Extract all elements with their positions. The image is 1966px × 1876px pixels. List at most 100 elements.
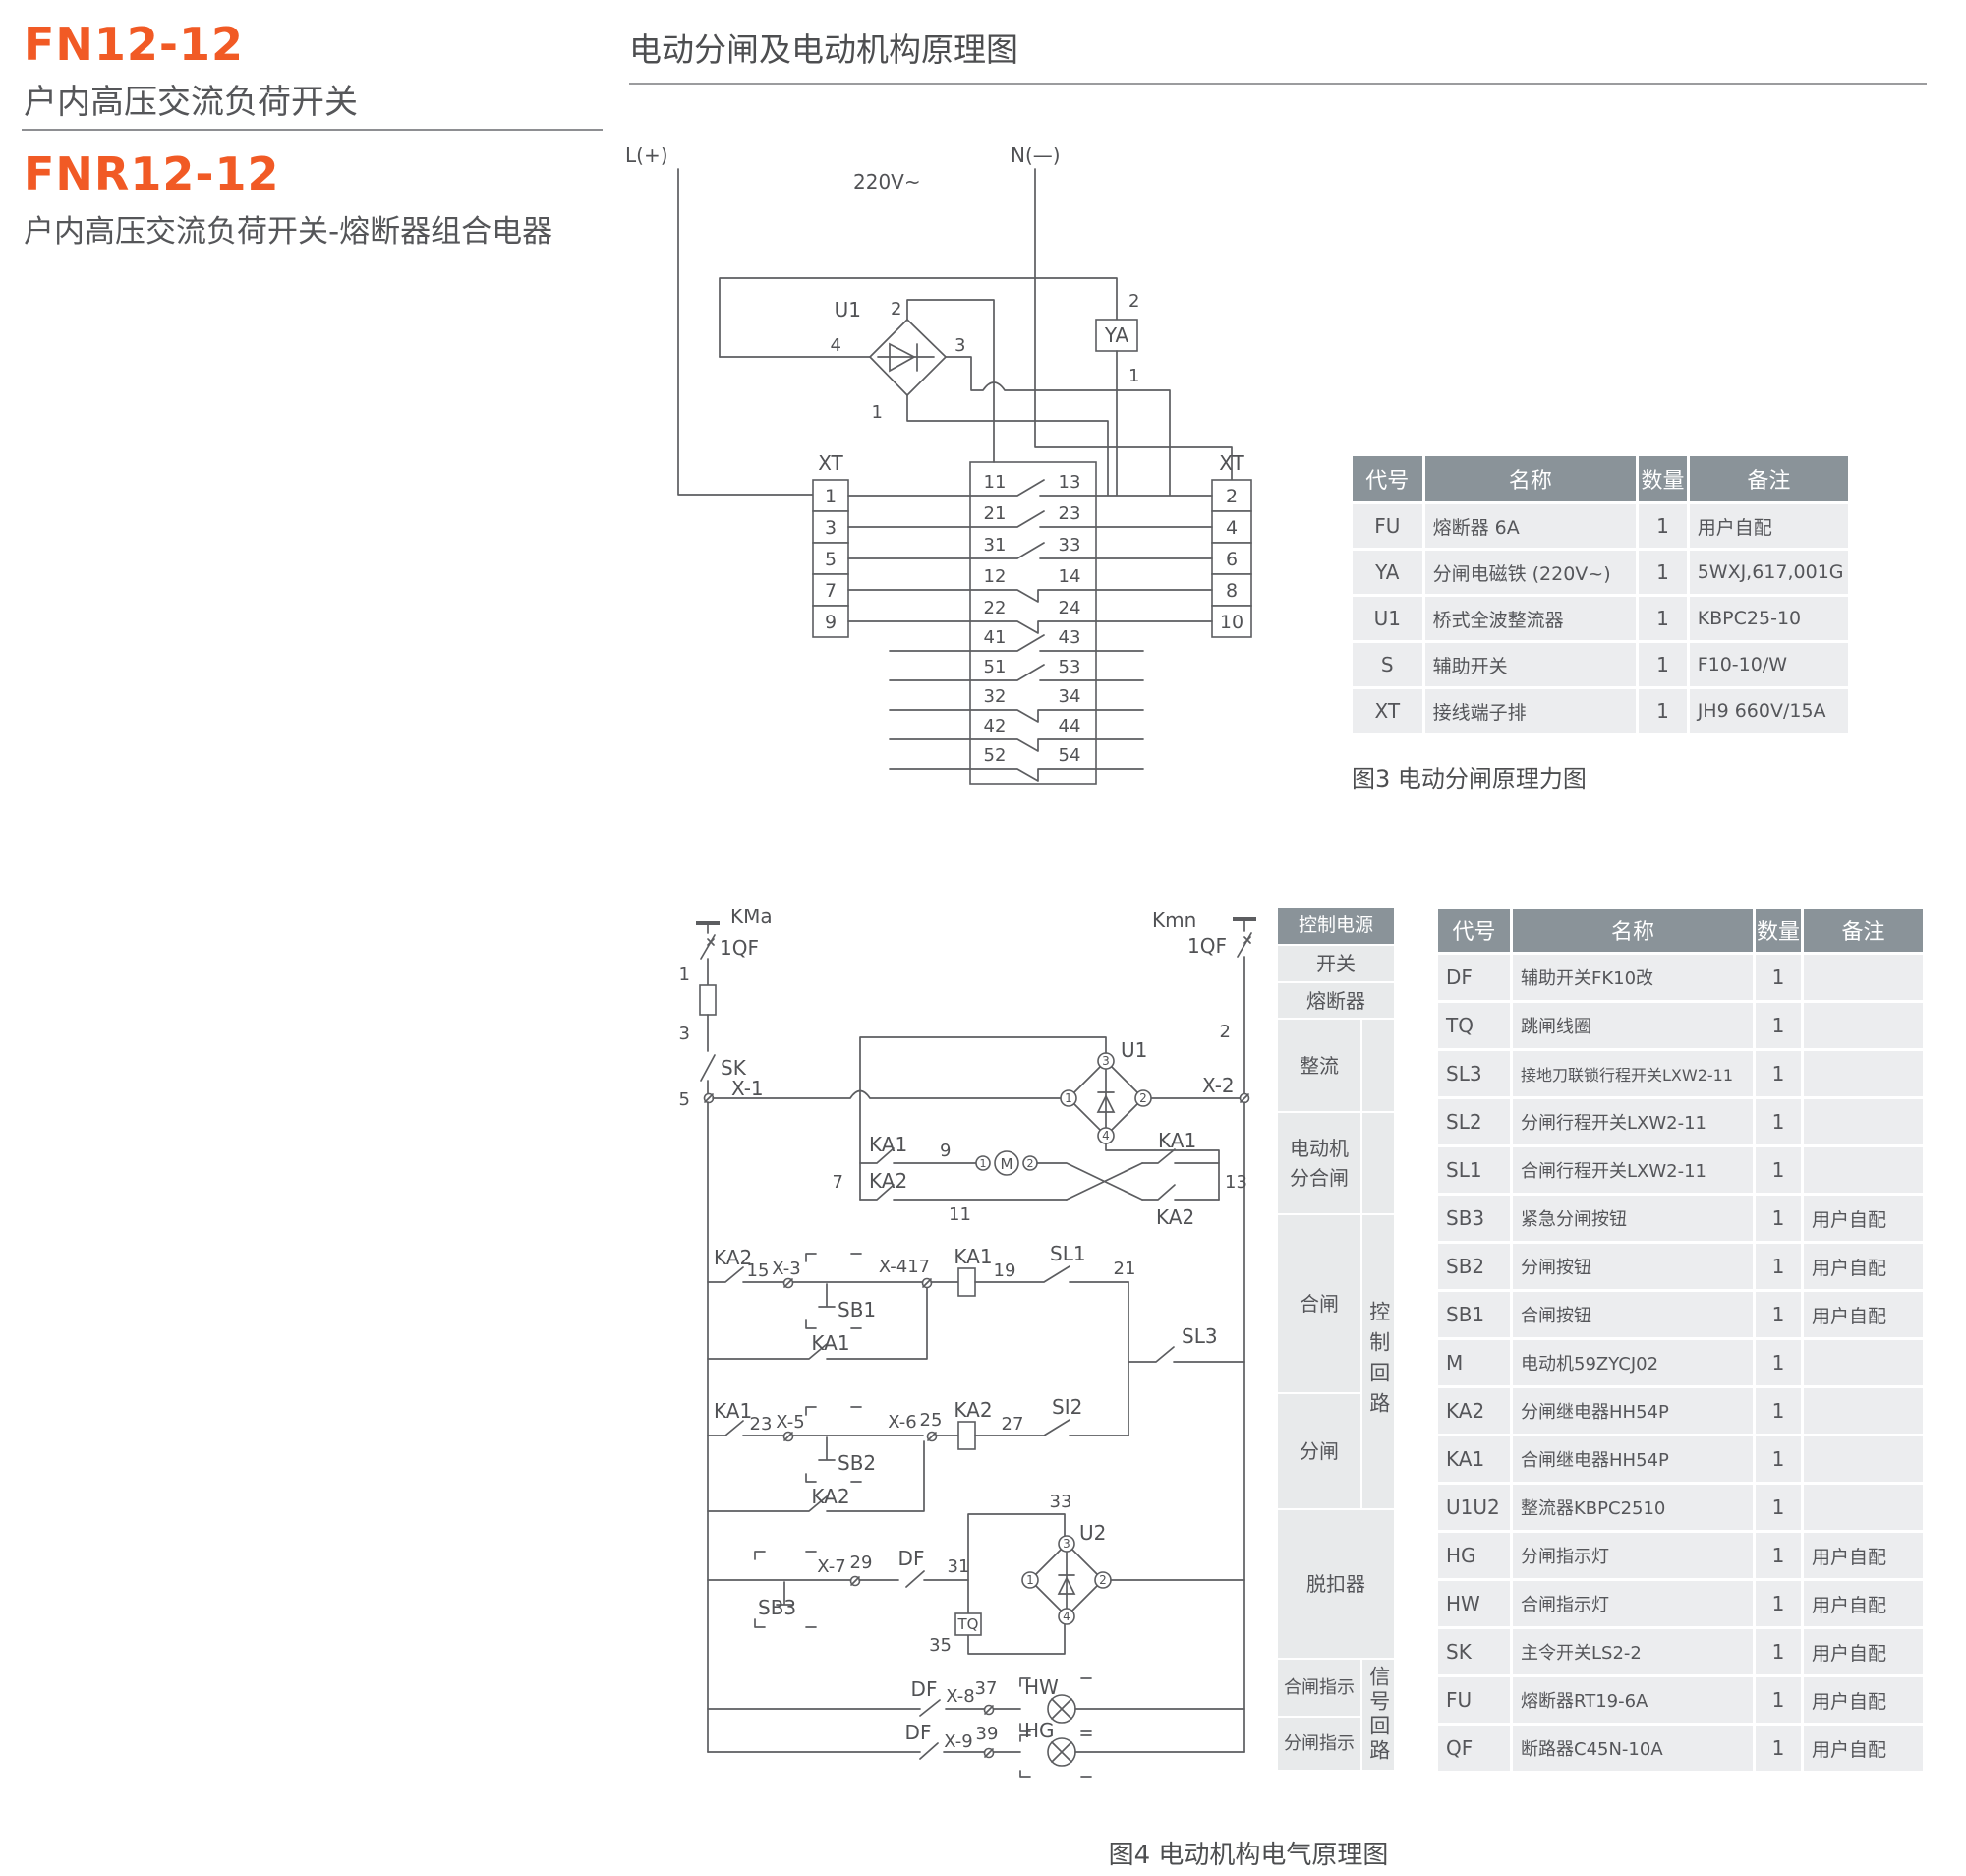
- pin-num: 4: [1102, 1129, 1110, 1143]
- fig3-u1-pin-bottom: 1: [872, 402, 883, 423]
- part-code: KA2: [1438, 1388, 1510, 1434]
- part-code: S: [1353, 643, 1422, 686]
- fig4-n2: 2: [1220, 1022, 1231, 1042]
- part-note: [1804, 1099, 1923, 1144]
- part-name: 熔断器RT19-6A: [1513, 1677, 1753, 1723]
- pin-num: 3: [1102, 1054, 1110, 1068]
- fig4-n5: 5: [679, 1089, 690, 1110]
- fig3-neutral-wire: [1034, 168, 1233, 481]
- fig4-x9-label: X-9: [944, 1731, 972, 1752]
- part-code: KA1: [1438, 1436, 1510, 1482]
- fig4-ka2-hold: KA2: [811, 1485, 849, 1508]
- sidebar-cell-open: 分闸: [1278, 1394, 1360, 1508]
- part-note: 用户自配: [1804, 1629, 1923, 1674]
- heading-rule: [629, 83, 1927, 85]
- part-qty: 1: [1756, 1388, 1801, 1434]
- fig3-neutral-label: N(—): [1011, 144, 1061, 167]
- fig3-ya-solenoid: YA 2 1: [1095, 291, 1139, 496]
- part-qty: 1: [1639, 597, 1687, 640]
- part-name: 合闸按钮: [1513, 1292, 1753, 1337]
- sidebar-motor-line2: 分合闸: [1290, 1166, 1349, 1190]
- fig4-right-supply: Kmn 1QF 2 X-2: [1152, 909, 1256, 1104]
- hg-brackets: [1019, 1734, 1092, 1778]
- part-name: 断路器C45N-10A: [1513, 1726, 1753, 1771]
- table-row: XT 接线端子排 1 JH9 660V/15A: [1353, 689, 1848, 733]
- contact-num: 31: [984, 535, 1007, 556]
- fig4-n23: 23: [750, 1414, 773, 1435]
- part-qty: 1: [1756, 1292, 1801, 1337]
- sidebar-cell-close: 合闸: [1278, 1215, 1360, 1392]
- col-header-qty: 数量: [1756, 909, 1801, 952]
- pin-num: 2: [1027, 1157, 1034, 1170]
- part-name: 跳闸线圈: [1513, 1003, 1753, 1048]
- fig3-u1-bottom-wire: [906, 394, 1109, 496]
- part-note: [1804, 1003, 1923, 1048]
- part-qty: 1: [1756, 1196, 1801, 1241]
- part-name: 辅助开关FK10改: [1513, 955, 1753, 1000]
- pin-num: 1: [980, 1157, 987, 1170]
- terminal: 1: [825, 486, 837, 507]
- part-note: 5WXJ,617,001G: [1689, 551, 1848, 594]
- fig3-ya-label: YA: [1104, 323, 1129, 347]
- fig4-n11: 11: [949, 1204, 971, 1225]
- part-code: SL3: [1438, 1051, 1510, 1096]
- fig4-main-line: [712, 1089, 1241, 1099]
- fig4-n19: 19: [994, 1260, 1016, 1281]
- part-code: FU: [1438, 1677, 1510, 1723]
- fig3-voltage-label: 220V~: [853, 170, 921, 194]
- hw-brackets: [1019, 1677, 1092, 1732]
- fig4-u1-bridge: 1 2 3 4 U1: [1060, 1038, 1152, 1144]
- part-qty: 1: [1756, 1244, 1801, 1289]
- fig4-sb3-label: SB3: [758, 1596, 796, 1619]
- fig4-n37: 37: [975, 1678, 998, 1699]
- fig4-function-sidebar: 控制电源 开关 熔断器 整流 电动机 分合闸 合闸 分闸 控制回路 脱扣器 合闸…: [1278, 908, 1394, 1771]
- fig4-trip-circuit: SB3 X-7 29 DF 31 33 TQ 35 1 2 3 4 U2: [707, 1492, 1245, 1656]
- part-name: 辅助开关: [1424, 643, 1637, 686]
- part-code: U1U2: [1438, 1485, 1510, 1530]
- part-code: XT: [1353, 689, 1422, 733]
- part-note: [1804, 955, 1923, 1000]
- fig4-sl3-label: SL3: [1182, 1324, 1218, 1348]
- fig4-n25: 25: [920, 1410, 943, 1431]
- product-name-1: 户内高压交流负荷开关: [24, 83, 358, 122]
- product-model-2: FNR12-12: [24, 147, 280, 201]
- fig3-contact-rows: 11 13 21 23 31 33 12 14 22 24 41 43 51: [847, 472, 1213, 782]
- part-note: [1804, 1436, 1923, 1482]
- contact-num: 32: [984, 686, 1007, 707]
- fig3-line-label: L(+): [625, 144, 668, 167]
- pin-num: 2: [1139, 1091, 1147, 1105]
- contact-num: 34: [1059, 686, 1081, 707]
- part-note: 用户自配: [1804, 1677, 1923, 1723]
- fig4-x417-label: X-417: [879, 1257, 930, 1277]
- contact-num: 33: [1059, 535, 1081, 556]
- contact-num: 53: [1059, 657, 1081, 677]
- part-code: TQ: [1438, 1003, 1510, 1048]
- part-note: 用户自配: [1804, 1726, 1923, 1771]
- contact-num: 22: [984, 598, 1007, 618]
- part-code: SB2: [1438, 1244, 1510, 1289]
- fig4-ka1-hold: KA1: [811, 1331, 849, 1355]
- fig4-left-supply: KMa 1QF 1 3 SK X-1 5: [679, 905, 773, 1110]
- sidebar-cell-control-loop: 控制回路: [1362, 1215, 1394, 1508]
- fig4-sl1-label: SL1: [1050, 1242, 1086, 1265]
- part-qty: 1: [1756, 1003, 1801, 1048]
- part-name: 合闸继电器HH54P: [1513, 1436, 1753, 1482]
- fig3-contact-box: [969, 461, 1097, 785]
- part-note: [1804, 1051, 1923, 1096]
- col-header-code: 代号: [1353, 456, 1422, 501]
- part-code: FU: [1353, 504, 1422, 548]
- part-qty: 1: [1756, 1436, 1801, 1482]
- fig4-u2-label: U2: [1079, 1521, 1106, 1545]
- terminal: 5: [825, 549, 837, 570]
- sidebar-cell-trip: 脱扣器: [1278, 1510, 1394, 1658]
- part-note: F10-10/W: [1689, 643, 1848, 686]
- part-qty: 1: [1756, 1099, 1801, 1144]
- fig4-n3: 3: [679, 1024, 690, 1044]
- part-name: 接地刀联锁行程开关LXW2-11: [1513, 1051, 1753, 1096]
- fig4-si2-label: SI2: [1052, 1395, 1082, 1419]
